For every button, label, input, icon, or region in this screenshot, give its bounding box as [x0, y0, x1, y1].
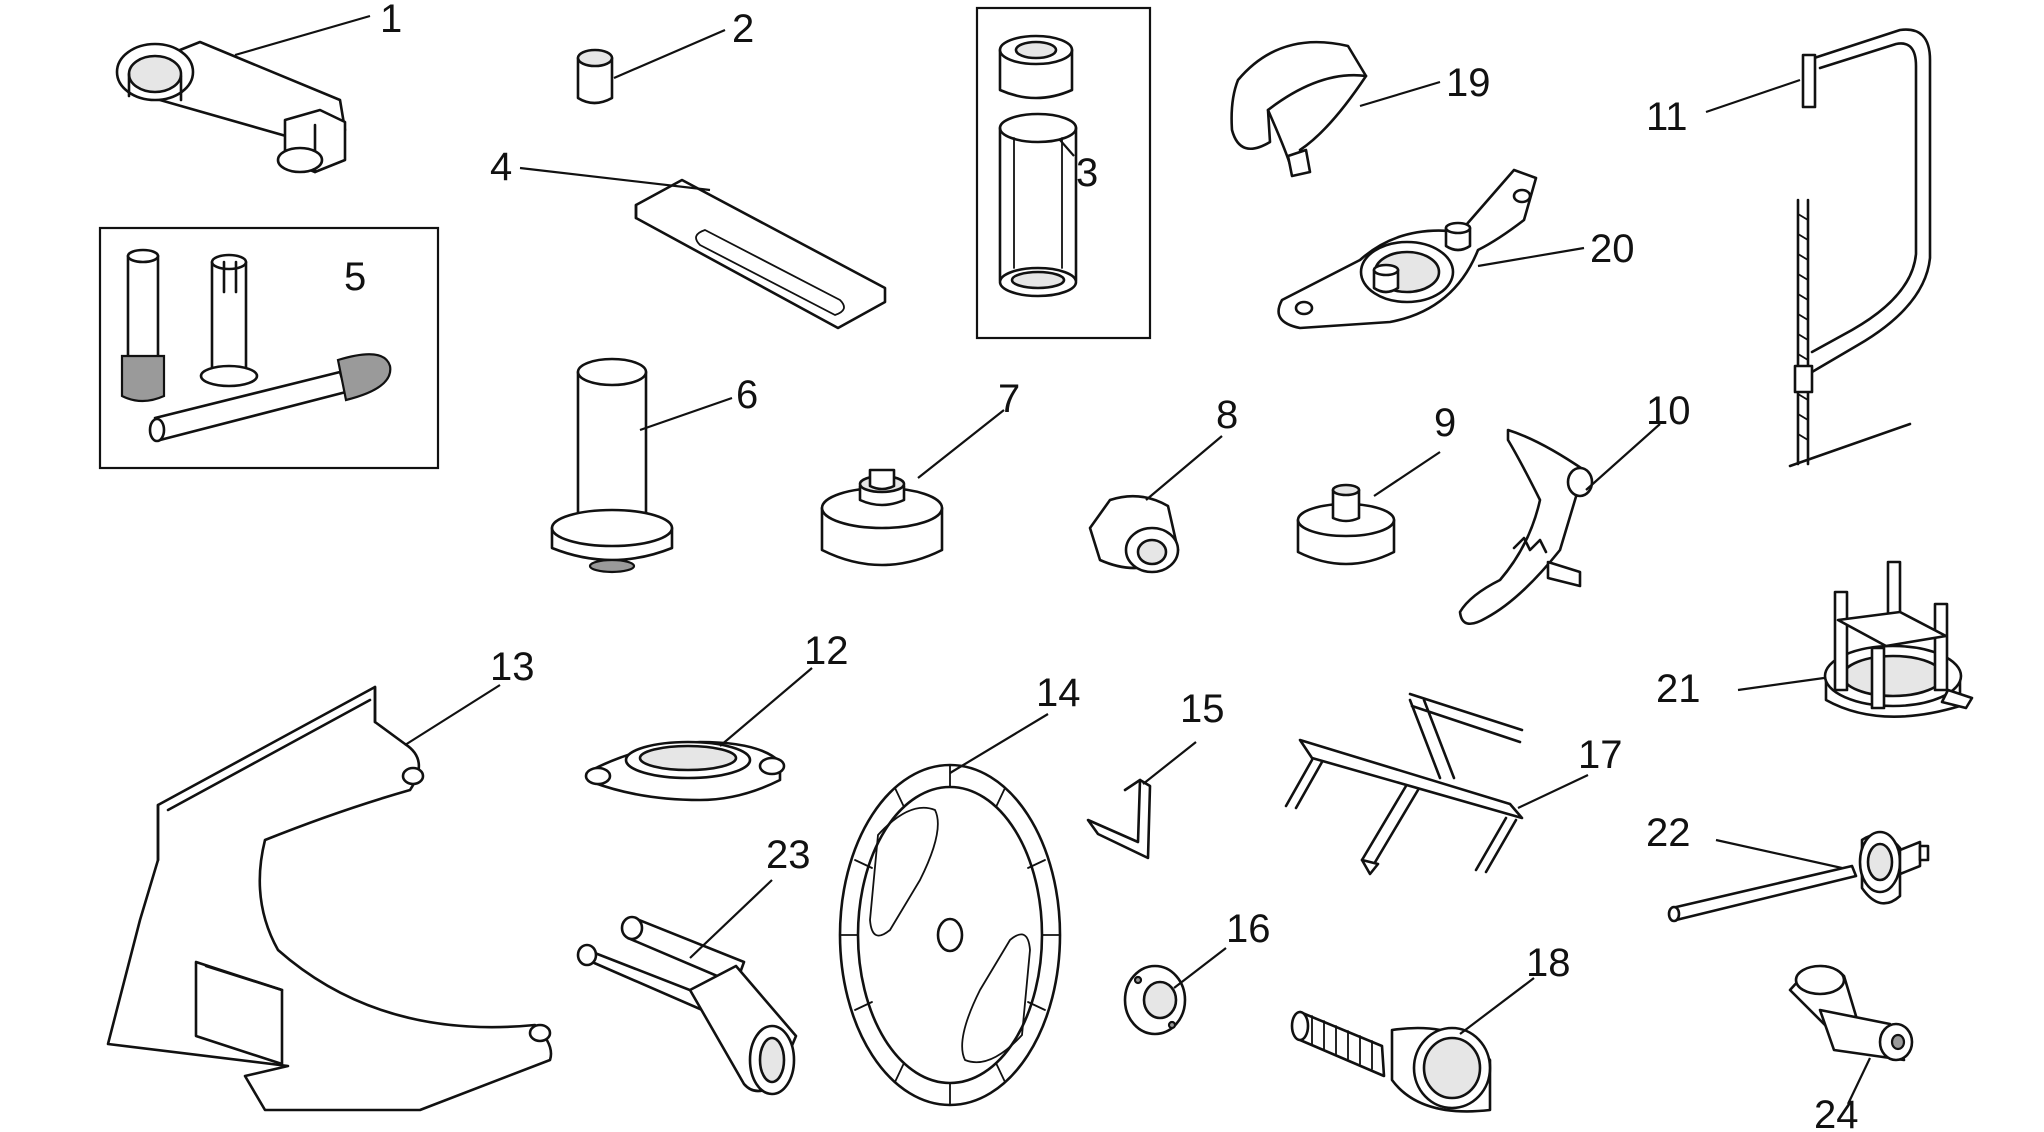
leader-lines	[234, 14, 1871, 1105]
tool-19-band-clamp	[1230, 40, 1368, 178]
tool-17-puller-bar	[1284, 692, 1524, 876]
leader-2	[613, 28, 726, 80]
callout-12: 12	[804, 629, 849, 673]
leader-23	[689, 879, 773, 959]
leader-12	[719, 667, 813, 747]
tool-23-double-pin	[576, 915, 798, 1096]
leader-21	[1737, 676, 1825, 692]
callout-4: 4	[490, 145, 512, 189]
tool-6-drift	[550, 357, 674, 574]
callout-2: 2	[732, 7, 754, 51]
callout-16: 16	[1226, 907, 1271, 951]
tool-3-sleeve-set	[975, 6, 1152, 340]
callout-22: 22	[1646, 811, 1691, 855]
leader-14	[949, 713, 1049, 774]
leader-9	[1373, 451, 1441, 497]
leader-7	[917, 409, 1005, 479]
leader-1	[234, 14, 371, 57]
leader-10	[1585, 423, 1661, 491]
callout-21: 21	[1656, 667, 1701, 711]
callout-23: 23	[766, 833, 811, 877]
callout-8: 8	[1216, 393, 1238, 437]
callout-3: 3	[1076, 151, 1098, 195]
tool-20-flywheel-holder	[1277, 168, 1538, 330]
callout-10: 10	[1646, 389, 1691, 433]
leader-4	[519, 166, 711, 192]
callout-20: 20	[1590, 227, 1635, 271]
callout-18: 18	[1526, 941, 1571, 985]
callout-15: 15	[1180, 687, 1225, 731]
tool-2-bush	[576, 48, 614, 105]
leader-15	[1142, 741, 1197, 785]
callout-1: 1	[380, 0, 402, 41]
tool-21-support-frame	[1823, 560, 1974, 718]
callout-24: 24	[1814, 1093, 1859, 1132]
leader-16	[1173, 947, 1227, 989]
callout-5: 5	[344, 255, 366, 299]
leader-13	[404, 684, 501, 746]
leader-22	[1715, 838, 1843, 870]
tool-22-centering-pin	[1667, 830, 1930, 923]
leader-6	[639, 396, 733, 432]
tool-12-ring-plate	[584, 740, 786, 802]
callout-19: 19	[1446, 61, 1491, 105]
tool-4-slotted-plate	[634, 178, 887, 330]
callout-17: 17	[1578, 733, 1623, 777]
tool-15-bent-bracket	[1086, 778, 1152, 860]
tool-11-c-clamp	[1788, 28, 1932, 468]
tool-8-cone-adaptor	[1088, 494, 1180, 574]
tool-1-crank-wrench	[115, 40, 347, 174]
leader-3	[1059, 139, 1075, 157]
callout-11: 11	[1646, 95, 1688, 139]
callout-14: 14	[1036, 671, 1081, 715]
callout-9: 9	[1434, 401, 1456, 445]
tool-5-frame	[98, 226, 440, 470]
tool-7-puller-base	[820, 468, 944, 567]
tool-24-adaptor-shaft	[1788, 964, 1914, 1062]
leader-8	[1145, 435, 1223, 501]
tool-18-knurled-puller	[1290, 1010, 1492, 1113]
leader-17	[1517, 774, 1589, 809]
tool-3-frame	[975, 6, 1152, 340]
leader-11	[1705, 78, 1801, 114]
callout-6: 6	[736, 373, 758, 417]
callout-7: 7	[998, 377, 1020, 421]
leader-18	[1459, 977, 1535, 1035]
callout-13: 13	[490, 645, 535, 689]
tool-14-degree-wheel	[838, 763, 1062, 1107]
tool-13-support-plate	[106, 685, 553, 1112]
callout-labels: 1 2 3 4 5 6 7 8 9 10 11 12 13 14 15 16 1…	[344, 0, 1859, 1132]
leader-20	[1477, 246, 1585, 268]
tool-5-pin-set	[98, 226, 440, 470]
leader-24	[1847, 1057, 1871, 1105]
leader-19	[1359, 80, 1441, 108]
tool-10-locking-arm	[1458, 428, 1594, 626]
tool-9-threaded-base	[1296, 483, 1396, 566]
tool-16-flange-disc	[1123, 964, 1187, 1036]
